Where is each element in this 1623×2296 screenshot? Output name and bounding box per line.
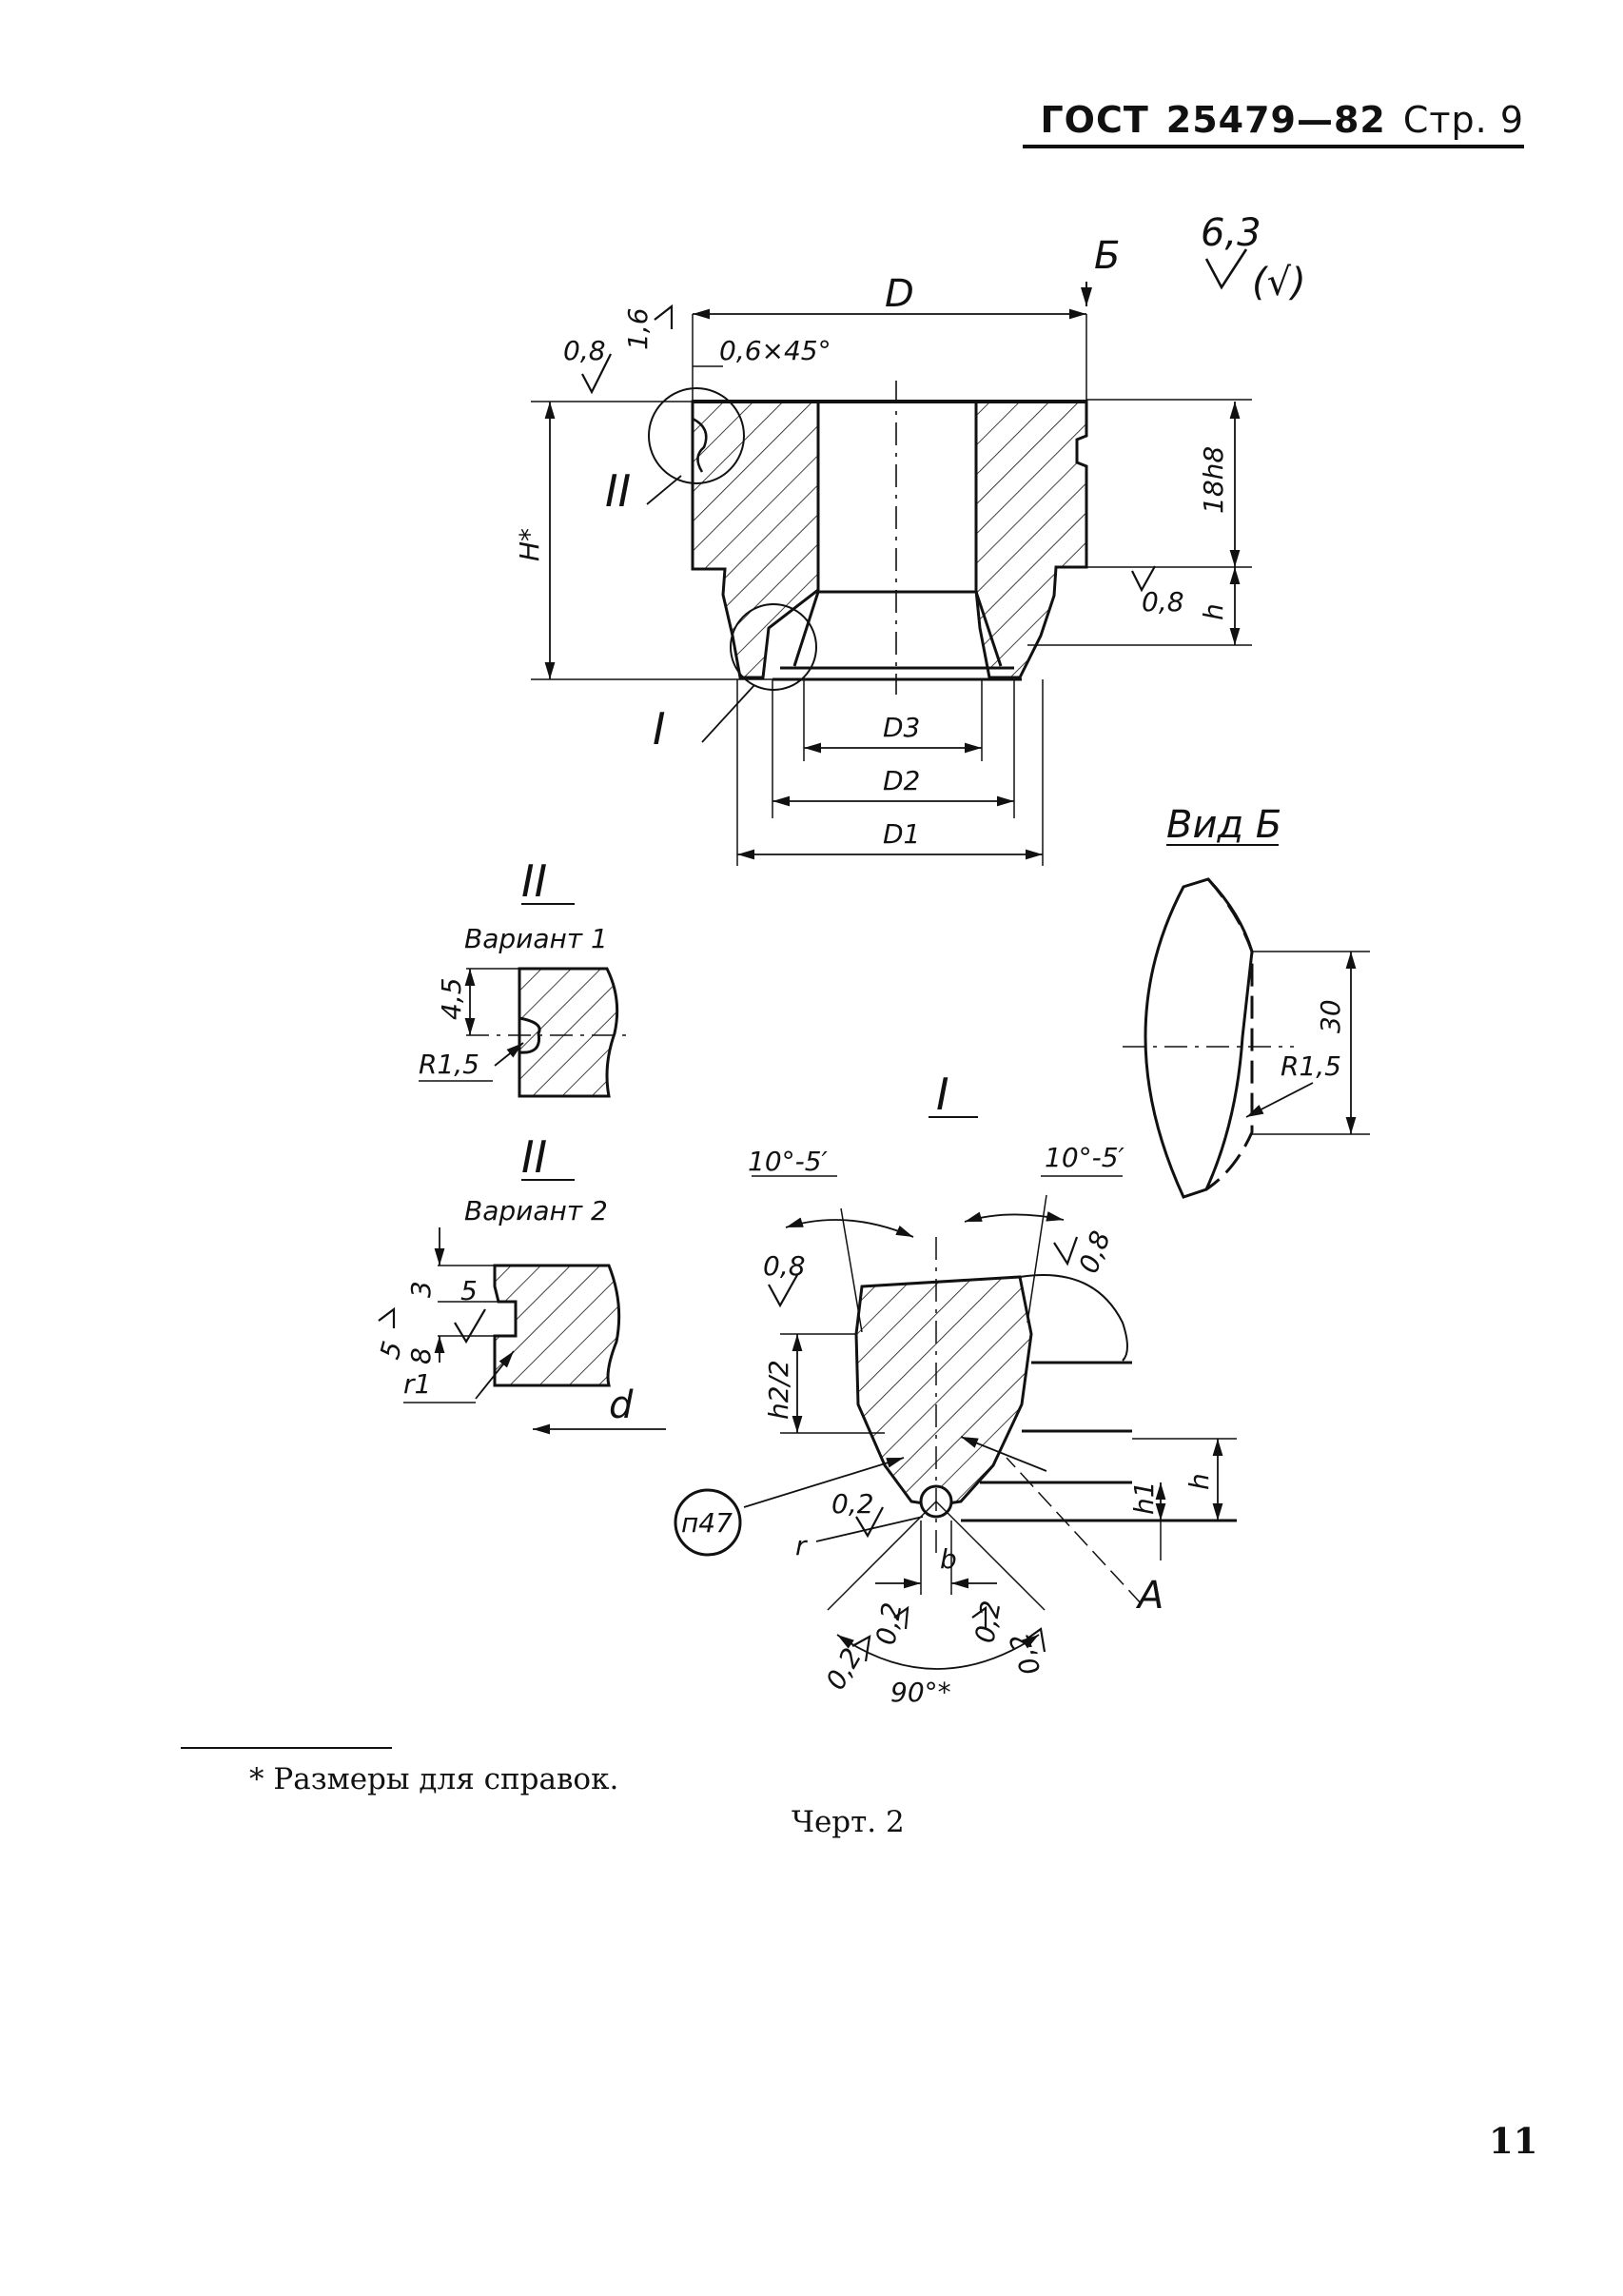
view-b-radius: R1,5 <box>1281 1050 1341 1082</box>
detail-II-v1-dim45: 4,5 <box>436 977 467 1020</box>
detail-II-v2-dim5: 5 <box>460 1275 478 1306</box>
detail-II-v1-title: II <box>521 855 547 907</box>
detail-II-v2-variant: Вариант 2 <box>464 1195 608 1226</box>
dim-18h8: 18h8 <box>1198 446 1229 514</box>
detail-I-note: п47 <box>681 1507 733 1539</box>
dim-D2: D2 <box>883 765 920 796</box>
detail-I-rough-02-d: 0,2 <box>1003 1629 1046 1679</box>
detail-I-A: A <box>1135 1574 1163 1618</box>
footnote-rule <box>181 1747 392 1749</box>
roughness-mark-icon <box>971 1605 987 1629</box>
roughness-mark-icon <box>454 1308 486 1344</box>
detail-II-label: II <box>605 465 631 517</box>
detail-I-r: r <box>795 1530 808 1561</box>
roughness-mark-icon <box>768 1274 798 1308</box>
detail-I: I <box>674 1069 1237 1708</box>
view-b: Вид Б 30 R1,5 <box>1123 803 1370 1199</box>
roughness-08-label-right: 0,8 <box>1142 586 1184 618</box>
detail-I-rough-08-right: 0,8 <box>1073 1226 1117 1277</box>
detail-II-v2-d: d <box>609 1383 634 1427</box>
roughness-mark-icon <box>654 304 674 329</box>
detail-I-b: b <box>940 1543 957 1575</box>
view-b-dim30: 30 <box>1315 999 1346 1033</box>
dim-D: D <box>885 272 914 316</box>
right-section-body <box>974 400 1088 679</box>
header-standard: ГОСТ <box>1040 99 1149 141</box>
roughness-mark-icon <box>1053 1236 1079 1266</box>
detail-II-v1-variant: Вариант 1 <box>464 923 608 954</box>
roughness-08-label: 0,8 <box>563 335 606 366</box>
detail-I-rough-02-a: 0,2 <box>819 1642 868 1695</box>
dim-D1: D1 <box>883 818 920 850</box>
detail-I-label: I <box>653 703 666 755</box>
dim-D3: D3 <box>883 712 920 743</box>
view-b-marker: Б <box>1094 234 1120 278</box>
detail-II-v1-radius: R1,5 <box>419 1049 479 1080</box>
detail-II-v2-dim3: 3 <box>405 1281 437 1298</box>
page-number: 11 <box>1489 2120 1538 2162</box>
roughness-mark-icon <box>893 1605 909 1630</box>
page-header: ГОСТ 25479—82 Стр. 9 <box>1023 99 1524 148</box>
roughness-mark-icon <box>1027 1627 1046 1653</box>
roughness-mark-icon <box>581 353 612 395</box>
detail-I-rough-02: 0,2 <box>831 1488 874 1520</box>
roughness-mark-icon <box>1131 565 1156 593</box>
footnote: * Размеры для справок. <box>249 1762 619 1796</box>
detail-I-rough-08-left: 0,8 <box>763 1250 806 1282</box>
detail-I-h1: h1 <box>1128 1481 1160 1515</box>
detail-I-angle-right: 10°-5′ <box>1045 1142 1125 1173</box>
view-b-title: Вид Б <box>1166 803 1281 847</box>
header-page: Стр. 9 <box>1402 99 1524 141</box>
detail-I-title: I <box>936 1069 949 1120</box>
detail-I-h: h <box>1183 1473 1215 1490</box>
detail-II-v2-rough5: 5 <box>374 1338 408 1363</box>
roughness-mark-icon <box>851 1634 871 1662</box>
figure-caption: Черт. 2 <box>792 1805 905 1839</box>
roughness-mark-icon <box>378 1306 396 1328</box>
main-section-view: D Б 0,6×45° 0,8 1,6 6,3 (√) H* 18h8 h 0,… <box>514 211 1306 866</box>
note-circle <box>674 1488 742 1557</box>
detail-I-rough-02-b: 0,2 <box>870 1600 908 1648</box>
detail-I-rough-02-c: 0,2 <box>968 1599 1007 1646</box>
roughness-mark-icon <box>855 1506 884 1539</box>
detail-II-v2-title: II <box>521 1131 547 1183</box>
dim-H: H* <box>514 528 545 561</box>
detail-II-variant-1: II Вариант 1 4,5 R1,5 <box>419 855 628 1098</box>
roughness-16-label: 1,6 <box>622 307 654 350</box>
left-section-body <box>691 400 820 679</box>
detail-I-h2-2: h2/2 <box>763 1360 794 1420</box>
roughness-general-mark: (√) <box>1252 261 1306 304</box>
header-number: 25479—82 <box>1165 99 1386 141</box>
dim-h: h <box>1198 603 1229 620</box>
detail-II-v2-dim8: 8 <box>405 1347 437 1364</box>
roughness-general-icon <box>1204 248 1248 290</box>
detail-I-angle90: 90°* <box>890 1677 951 1708</box>
detail-II-variant-2: II Вариант 2 3 5 5 8 r1 d <box>374 1131 666 1435</box>
roughness-general-label: 6,3 <box>1201 211 1261 255</box>
detail-I-angle-left: 10°-5′ <box>748 1146 829 1177</box>
dim-chamfer: 0,6×45° <box>719 335 831 366</box>
detail-II-v2-r1: r1 <box>403 1368 431 1400</box>
